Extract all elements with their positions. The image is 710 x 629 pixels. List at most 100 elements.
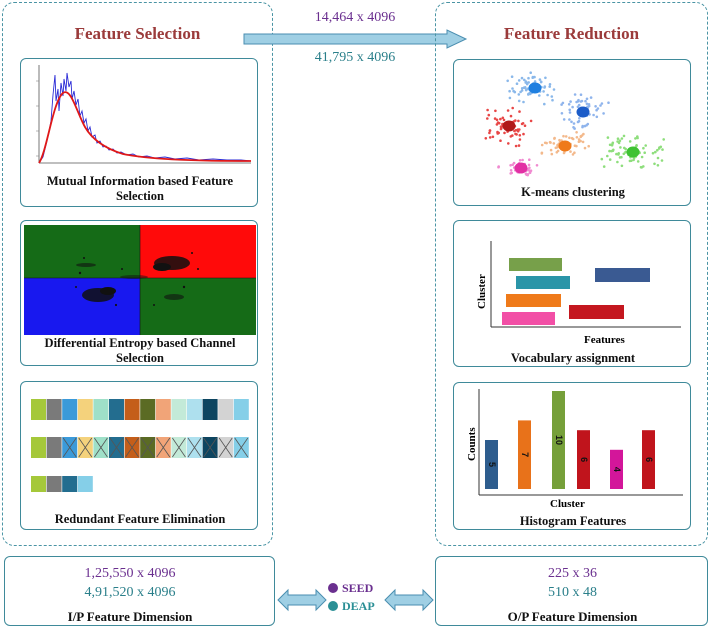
scatter-point: [586, 105, 589, 108]
scatter-point: [596, 107, 600, 110]
left-double-arrow-icon: [277, 588, 327, 612]
scatter-point: [654, 150, 657, 154]
scatter-point: [507, 142, 510, 145]
scatter-point: [606, 154, 609, 158]
histogram-bar: [577, 430, 590, 489]
scatter-point: [573, 93, 577, 96]
cross-mark: [125, 437, 139, 458]
vocabulary-caption: Vocabulary assignment: [510, 351, 636, 365]
feature-cell: [171, 399, 187, 420]
scatter-point: [540, 152, 544, 155]
feature-cell: [77, 476, 93, 492]
scatter-point: [581, 125, 584, 129]
feature-reduction-title: Feature Reduction: [503, 24, 640, 43]
seed-top-dimension: 14,464 x 4096: [314, 10, 396, 25]
cross-mark: [187, 437, 202, 458]
scatter-point: [656, 164, 660, 167]
feature-cell: [46, 399, 62, 420]
scatter-point: [531, 76, 534, 79]
cross-mark: [172, 437, 186, 458]
differential-entropy-quadrants: [24, 225, 256, 335]
feature-cell: [202, 399, 218, 420]
scatter-point: [622, 134, 626, 138]
feature-cell: [77, 399, 93, 420]
scatter-point: [616, 160, 619, 164]
feature-cell: [31, 476, 46, 492]
scatter-point: [624, 151, 627, 154]
scatter-point: [543, 102, 546, 106]
feature-cell: [187, 399, 202, 420]
scatter-point: [527, 76, 530, 80]
scatter-point: [550, 152, 554, 156]
scatter-point: [501, 116, 505, 120]
scatter-point: [556, 149, 560, 153]
scatter-point: [548, 83, 552, 86]
scatter-point: [620, 164, 624, 168]
scatter-point: [486, 108, 489, 112]
histogram-bar-label: 4: [612, 467, 622, 472]
input-seed-dimension: 1,25,550 x 4096: [84, 566, 176, 581]
scatter-point: [503, 131, 506, 135]
scatter-point: [636, 135, 639, 138]
histogram-bar: [518, 420, 531, 489]
scatter-point: [606, 136, 610, 139]
scatter-point: [508, 89, 511, 93]
scatter-point: [618, 139, 622, 142]
scatter-point: [488, 136, 492, 139]
scatter-point: [502, 118, 506, 122]
scatter-point: [522, 132, 525, 136]
feature-cell: [62, 399, 78, 420]
scatter-point: [602, 165, 606, 168]
scatter-point: [491, 135, 495, 139]
scatter-point: [552, 88, 556, 91]
scatter-point: [529, 169, 533, 172]
scatter-point: [577, 103, 581, 107]
scatter-point: [535, 164, 539, 167]
scatter-point: [495, 118, 499, 122]
cross-mark: [234, 437, 249, 458]
scatter-point: [607, 101, 610, 104]
scatter-point: [511, 87, 514, 90]
scatter-point: [540, 143, 544, 147]
scatter-point: [543, 86, 546, 89]
right-double-arrow-icon: [384, 588, 434, 612]
output-deap-dimension: 510 x 48: [548, 585, 597, 600]
scatter-point: [508, 96, 512, 100]
feature-reduction-panel: [435, 2, 708, 546]
scatter-point: [523, 124, 527, 127]
scatter-point: [514, 119, 517, 122]
redundant-feature-card: Redundant Feature Elimination: [20, 381, 258, 530]
scatter-point: [577, 119, 581, 123]
output-dimension-caption: O/P Feature Dimension: [507, 609, 638, 624]
scatter-point: [656, 156, 660, 160]
output-dimension-box: 225 x 36 510 x 48 O/P Feature Dimension: [435, 556, 708, 626]
scatter-point: [659, 145, 663, 149]
scatter-point: [524, 81, 527, 84]
scatter-point: [619, 146, 622, 149]
histogram-bar-label: 7: [520, 452, 530, 457]
scatter-point: [518, 138, 522, 141]
scatter-point: [523, 86, 527, 90]
scatter-point: [484, 137, 488, 140]
cross-mark: [218, 437, 233, 458]
vocabulary-xlabel: Features: [584, 334, 625, 346]
scatter-point: [512, 161, 516, 165]
scatter-point: [562, 134, 565, 138]
legend: SEED DEAP: [328, 580, 384, 614]
scatter-point: [499, 139, 502, 142]
legend-seed-label: SEED: [342, 580, 374, 595]
scatter-point: [608, 158, 612, 161]
deap-top-dimension: 41,795 x 4096: [314, 50, 396, 65]
scatter-point: [564, 135, 568, 138]
feature-selection-panel: [2, 2, 273, 546]
scatter-point: [526, 167, 530, 171]
scatter-point: [528, 158, 531, 161]
scatter-point: [582, 132, 585, 136]
scatter-point: [634, 137, 637, 140]
scatter-point: [642, 165, 645, 168]
scatter-point: [583, 146, 587, 150]
scatter-point: [538, 78, 542, 81]
scatter-point: [584, 99, 587, 103]
scatter-point: [509, 169, 513, 172]
scatter-point: [608, 143, 612, 147]
